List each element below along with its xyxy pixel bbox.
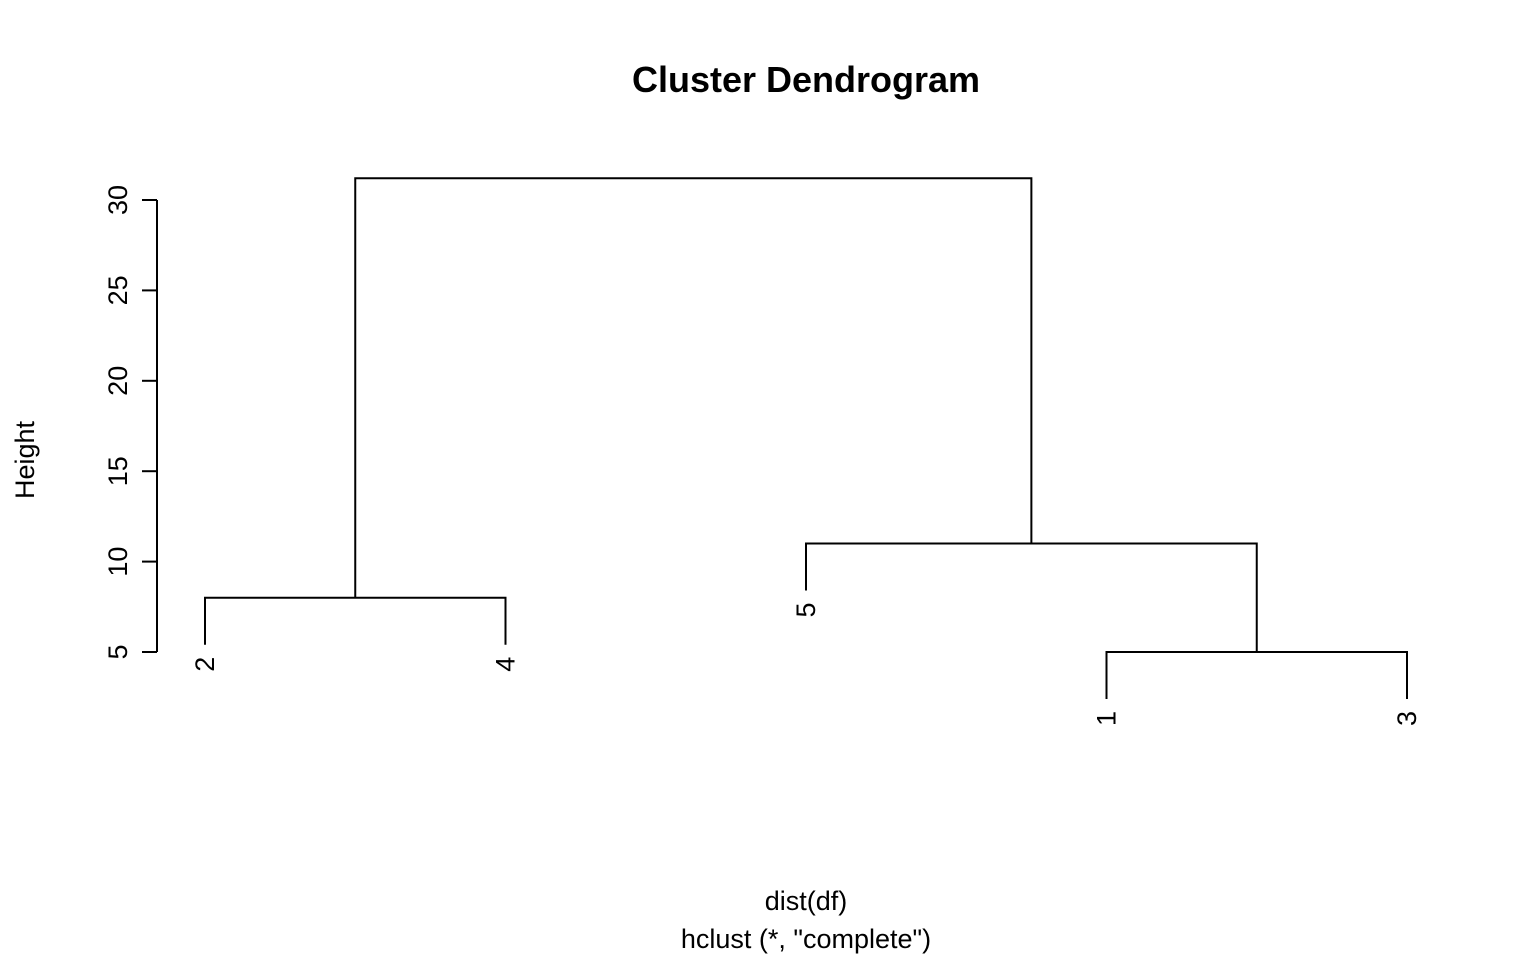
leaf-label: 4 — [491, 657, 521, 672]
leaf-label: 5 — [791, 603, 821, 618]
merge-link — [204, 596, 507, 645]
x-axis-label: dist(df) — [765, 886, 848, 916]
leaf-label: 2 — [190, 657, 220, 672]
dendrogram-tree — [204, 177, 1408, 699]
merge-link — [1105, 651, 1408, 699]
leaf-labels: 2 4 5 1 3 — [190, 603, 1422, 727]
leaf-label: 1 — [1092, 711, 1122, 726]
method-sublabel: hclust (*, "complete") — [681, 924, 931, 954]
y-tick-label: 30 — [103, 185, 133, 215]
y-tick-label: 5 — [103, 644, 133, 659]
merge-link — [354, 177, 1033, 598]
y-tick-label: 10 — [103, 547, 133, 577]
y-tick-label: 15 — [103, 456, 133, 486]
leaf-label: 3 — [1392, 711, 1422, 726]
y-axis-label: Height — [10, 420, 40, 499]
y-tick-label: 25 — [103, 275, 133, 305]
y-tick-label: 20 — [103, 366, 133, 396]
merge-link — [805, 542, 1258, 652]
chart-title: Cluster Dendrogram — [632, 59, 980, 100]
y-axis: 5 10 15 20 25 30 — [103, 185, 158, 660]
